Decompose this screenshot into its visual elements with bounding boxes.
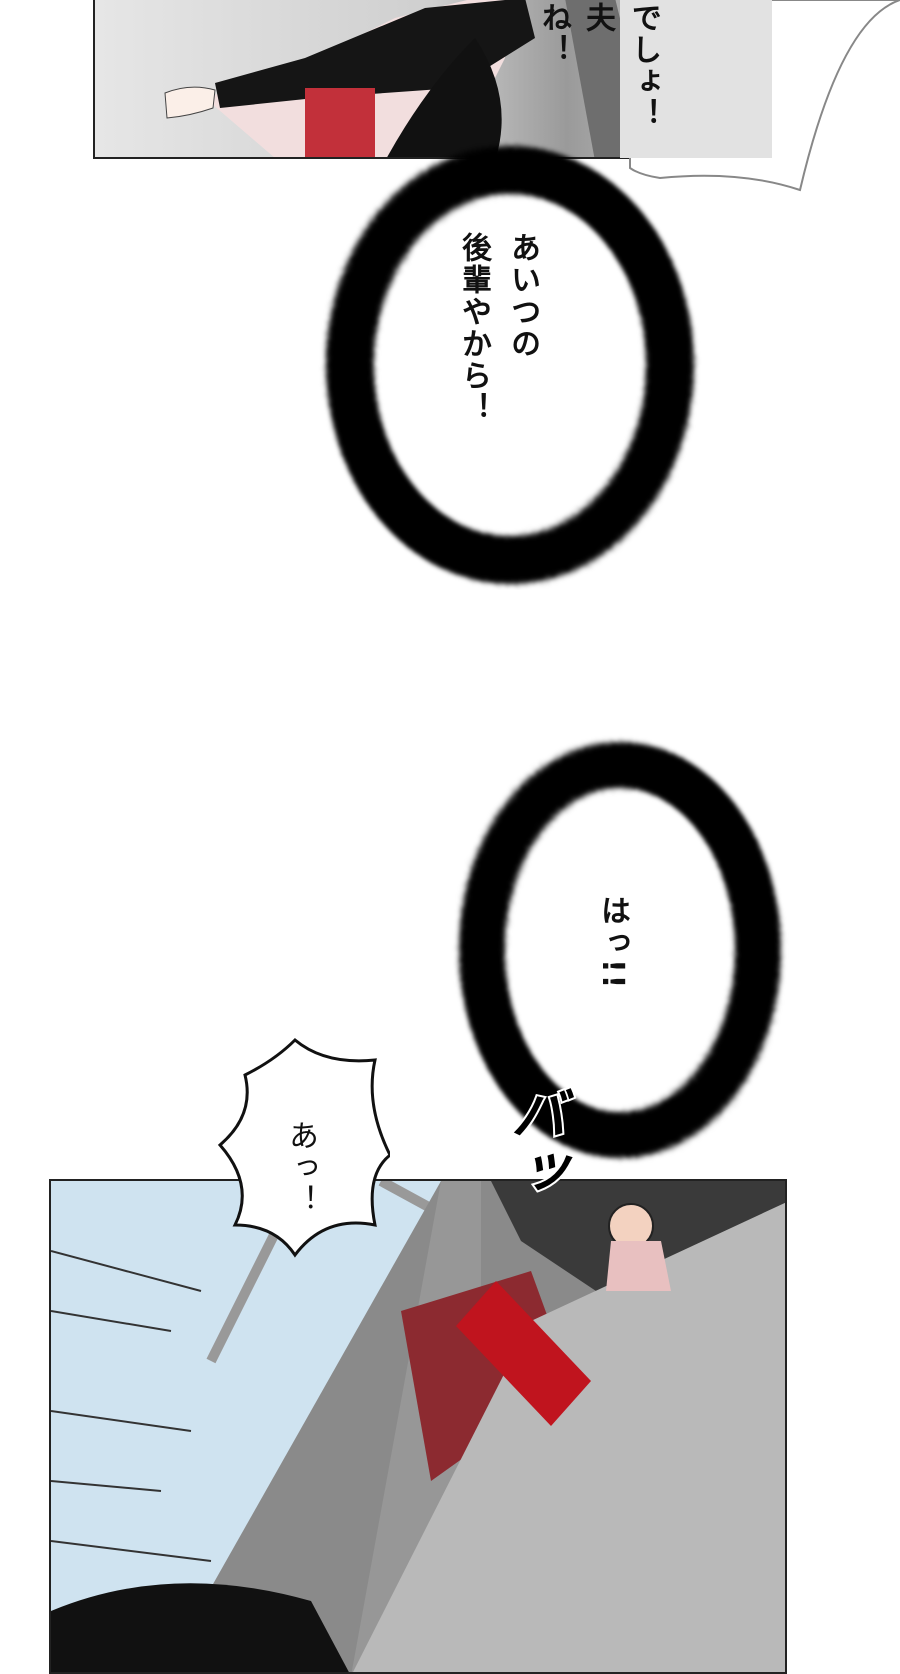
speech-bubble-top [620,0,900,192]
bubble-text-col3: ね！ [536,2,571,66]
top-panel-art [164,0,655,157]
thought-burst-1 [326,146,694,584]
shout-bubble [217,1037,390,1258]
bottom-panel [49,1179,787,1674]
thought-burst-2 [459,742,781,1158]
bubble-text-col1: でしょ！ [626,2,661,130]
burst-1-text-col2: 後輩やから！ [456,232,491,424]
shout-text: あっ！ [283,1120,318,1216]
bottom-panel-art [51,1181,785,1672]
burst-2-text: はっ!! [595,895,630,991]
burst-1-text-col1: あいつの [505,232,540,360]
bubble-text-col2: 夫 [580,2,615,34]
sound-effect: バッ [499,1083,568,1203]
